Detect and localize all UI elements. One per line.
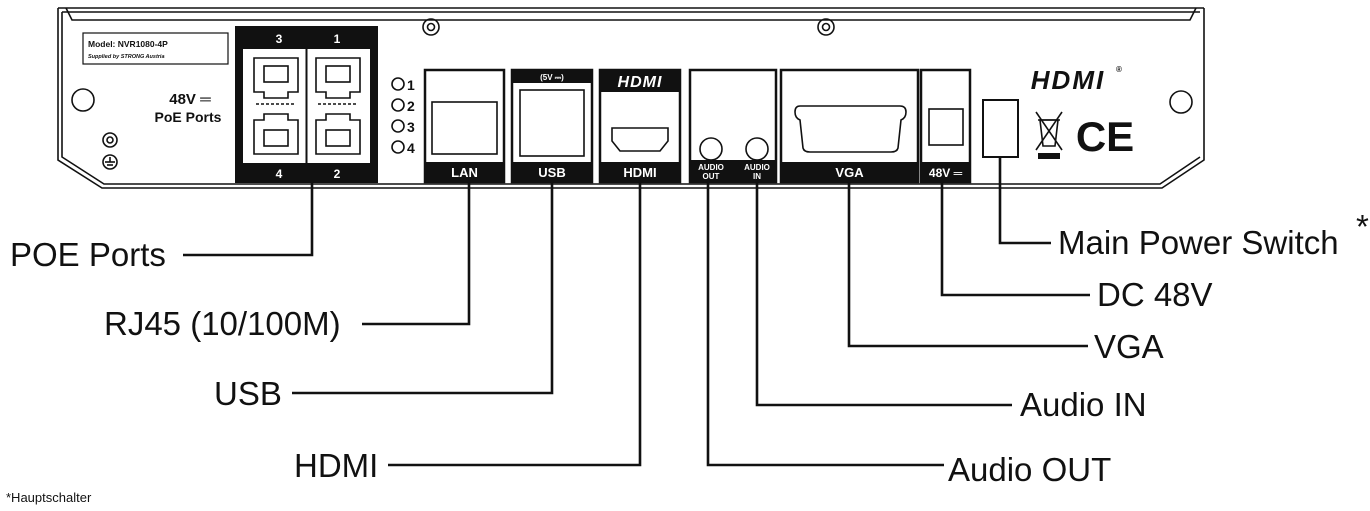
callout-vga: VGA [1094, 328, 1164, 365]
led-label-3: 3 [407, 119, 415, 135]
lan-port[interactable]: LAN [423, 68, 506, 184]
lan-port-label: LAN [451, 165, 478, 180]
dc-power-port[interactable]: 48V ═ [919, 68, 972, 184]
led-2 [391, 98, 405, 112]
led-label-2: 2 [407, 98, 415, 114]
usb-port[interactable]: (5V ⎓) USB [510, 68, 594, 184]
callout-main-power-switch: Main Power Switch [1058, 224, 1339, 261]
leader-dc [940, 182, 1090, 297]
hdmi-logo: HDMI [1031, 65, 1105, 95]
poe-number-4: 4 [276, 167, 283, 181]
poe-port-2[interactable] [315, 113, 361, 155]
poe-voltage-label: 48V ═ [169, 91, 211, 108]
callout-rj45: RJ45 (10/100M) [104, 305, 341, 342]
usb-port-label: USB [538, 165, 565, 180]
led-3 [391, 119, 405, 133]
poe-port-1[interactable] [315, 57, 361, 99]
callout-power-switch-asterisk: * [1356, 208, 1369, 245]
poe-port-4[interactable] [253, 113, 299, 155]
screw-icon [422, 18, 440, 36]
hdmi-logo-port: HDMI [618, 74, 663, 91]
dc-port-label: 48V ═ [929, 166, 963, 180]
screw-icon [817, 18, 835, 36]
leader-audio-out [706, 182, 944, 467]
leader-hdmi [388, 182, 642, 467]
screw-icon [1169, 90, 1193, 114]
audio-in-label-1: AUDIO [744, 163, 770, 172]
leader-vga [847, 182, 1088, 348]
led-4 [391, 140, 405, 154]
registered-mark: ® [1116, 65, 1122, 74]
audio-in-label-2: IN [753, 172, 761, 181]
poe-number-3: 3 [276, 32, 283, 46]
leader-audio-in [755, 182, 1012, 407]
audio-out-label-2: OUT [703, 172, 720, 181]
callout-audio-out: Audio OUT [948, 451, 1111, 488]
leader-power-switch [998, 157, 1051, 245]
callout-audio-in: Audio IN [1020, 386, 1147, 423]
leader-usb [292, 182, 554, 395]
led-label-1: 1 [407, 77, 415, 93]
screw-icon [71, 88, 95, 112]
led-label-4: 4 [407, 140, 415, 156]
callout-poe-ports: POE Ports [10, 236, 166, 273]
vga-port[interactable]: VGA [779, 68, 920, 184]
ce-mark-icon: CE [1076, 113, 1134, 160]
leader-rj45 [362, 182, 471, 326]
footnote: *Hauptschalter [6, 490, 92, 505]
hdmi-port-label: HDMI [623, 165, 656, 180]
model-label: Model: NVR1080-4P Supplied by STRONG Aus… [82, 32, 229, 65]
callout-dc-48v: DC 48V [1097, 276, 1213, 313]
vga-port-label: VGA [835, 165, 864, 180]
audio-out-label-1: AUDIO [698, 163, 724, 172]
screw-icon [102, 132, 118, 148]
poe-port-block: 3 1 4 2 [235, 26, 378, 183]
audio-block: AUDIO OUT AUDIO IN [688, 68, 778, 184]
model-text: Model: NVR1080-4P [88, 39, 168, 49]
leader-lines [183, 157, 1090, 467]
poe-ports-label: PoE Ports [155, 109, 222, 125]
weee-bin-icon [1035, 111, 1063, 159]
poe-port-3[interactable] [253, 57, 299, 99]
callout-usb: USB [214, 375, 282, 412]
poe-number-2: 2 [334, 167, 341, 181]
leader-poe [183, 182, 314, 257]
hdmi-port[interactable]: HDMI HDMI [598, 68, 682, 184]
usb-spec-label: (5V ⎓) [540, 73, 564, 82]
supplier-text: Supplied by STRONG Austria [88, 54, 165, 60]
led-1 [391, 77, 405, 91]
led-indicators: 1 2 3 4 [391, 77, 415, 156]
callout-hdmi: HDMI [294, 447, 378, 484]
power-switch[interactable] [982, 99, 1019, 158]
ground-icon [102, 154, 118, 170]
poe-number-1: 1 [334, 32, 341, 46]
device-chassis [57, 7, 1205, 189]
